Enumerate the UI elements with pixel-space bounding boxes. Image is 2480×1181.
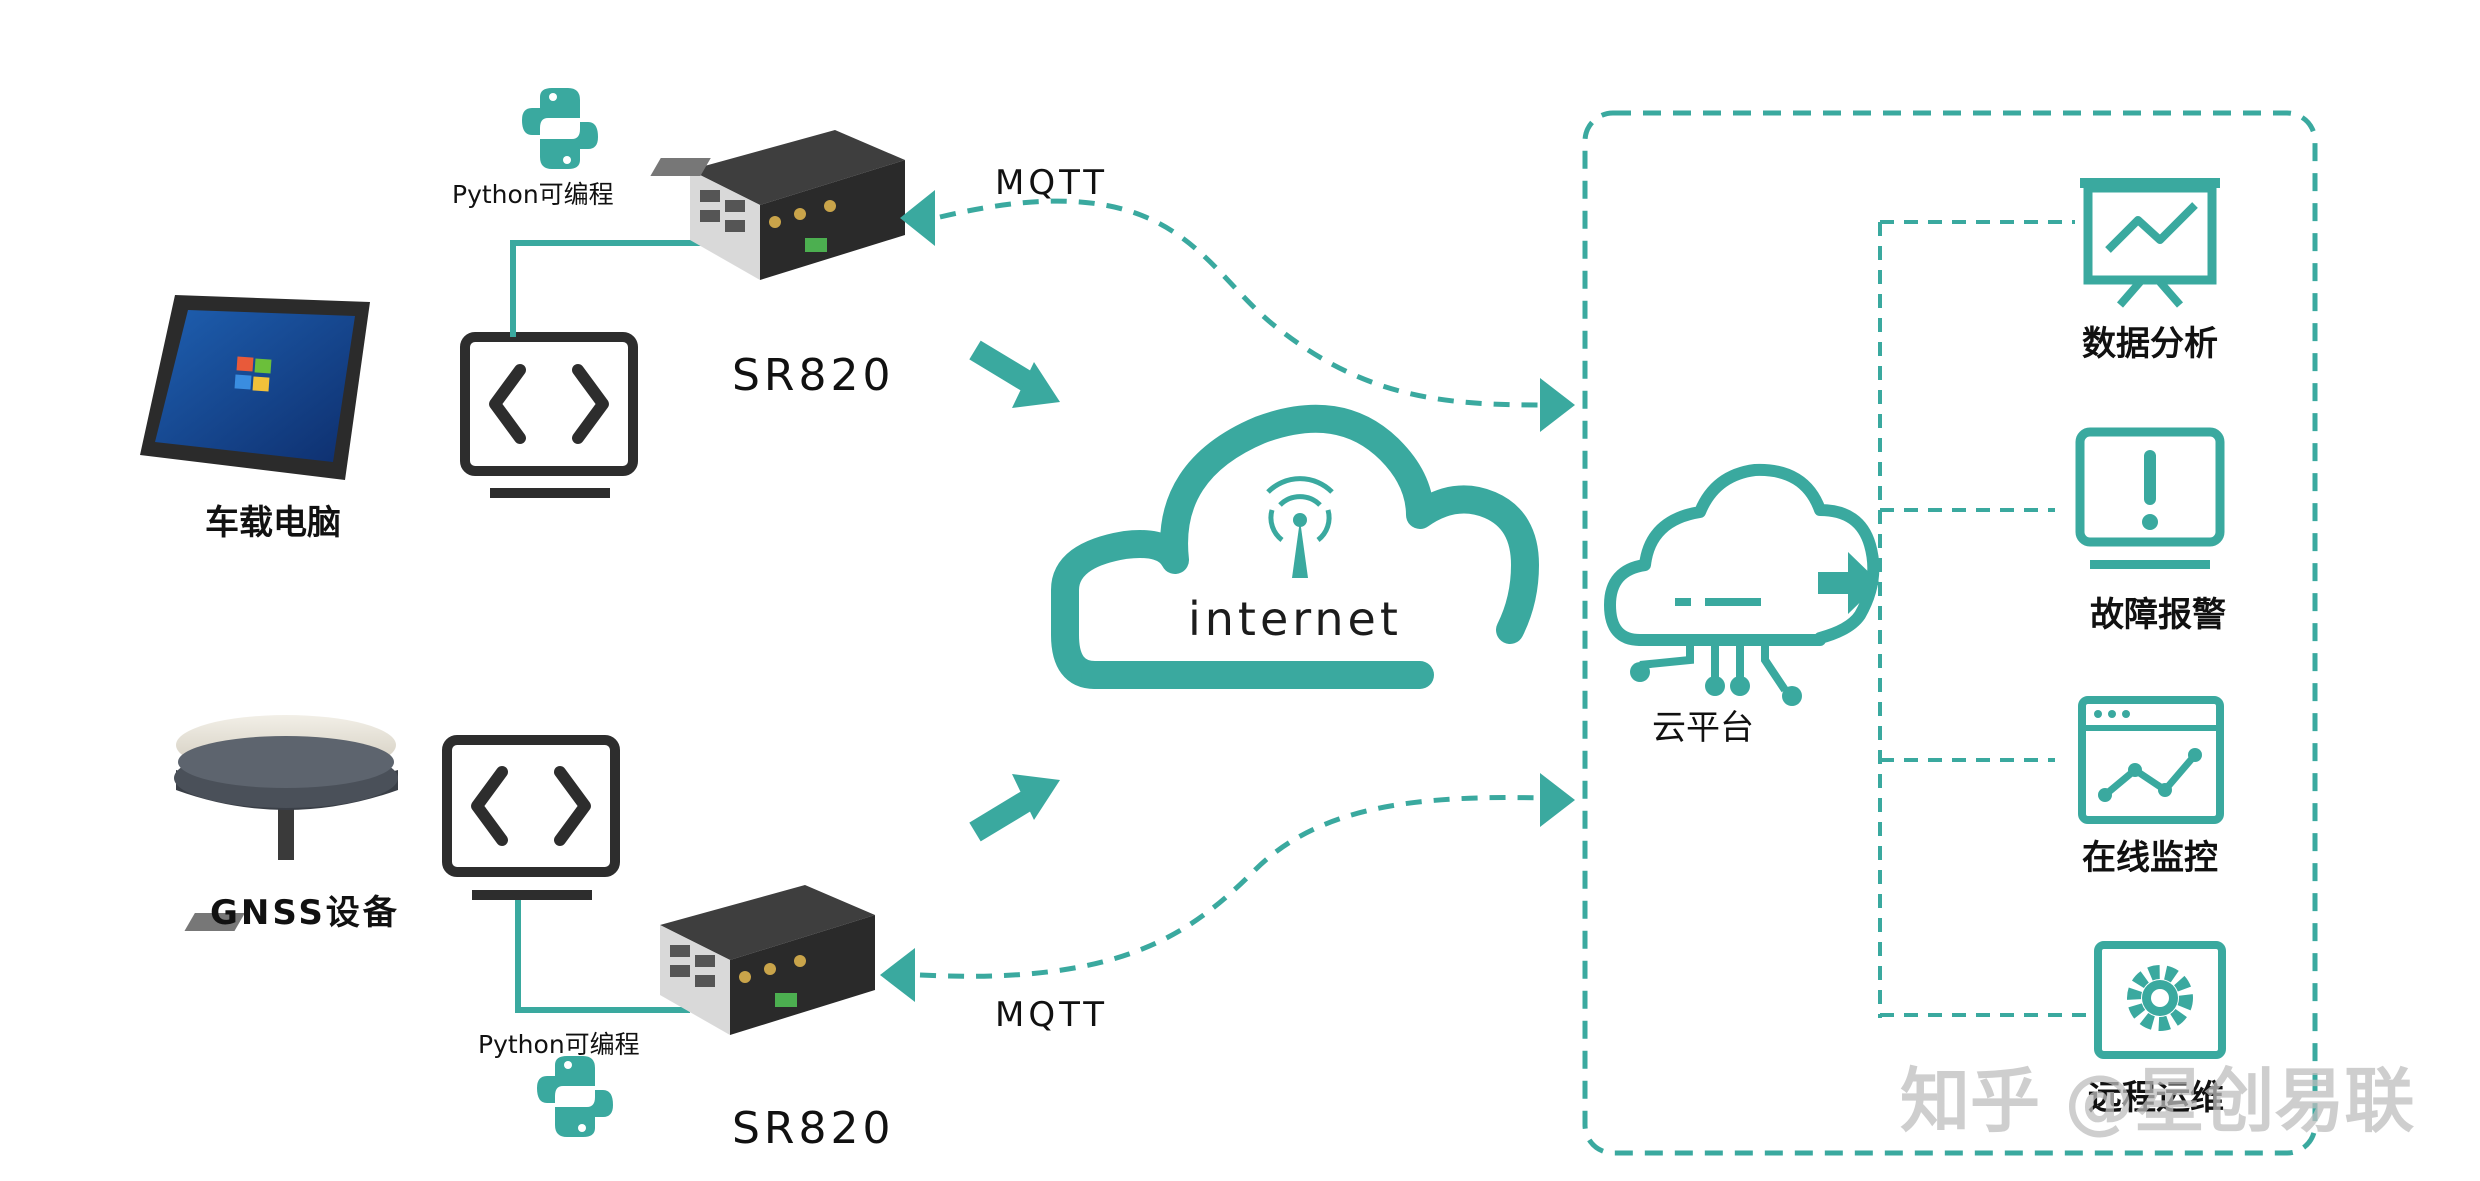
code-monitor-top-icon [460,332,638,498]
arrowhead-platform-top [1540,378,1575,432]
wifi-antenna-icon [1266,476,1334,578]
arrowhead-router-bottom [880,948,915,1002]
gear-icon [2094,941,2226,1059]
code-monitor-bottom-icon [442,735,620,900]
service-label-online-monitoring: 在线监控 [2082,838,2218,878]
service-label-remote-ops: 远程运维 [2088,1078,2224,1118]
vehicle-pc-label: 车载电脑 [205,503,341,543]
connector-line-bottom [515,900,690,1013]
router-top-label: SR820 [732,350,895,401]
arrowhead-platform-bottom [1540,773,1575,827]
arrow-to-internet-top [969,340,1060,408]
service-tree-lines [1878,220,2095,1018]
python-logo-top-icon [522,88,598,169]
gnss-device-icon [174,715,398,860]
router-bottom-label: SR820 [732,1103,895,1154]
mqtt-link-bottom [919,795,1546,979]
service-label-data-analysis: 数据分析 [2082,324,2218,364]
alert-monitor-icon [2075,427,2225,569]
mqtt-top-label: MQTT [995,163,1109,203]
monitor-browser-icon [2078,696,2224,824]
internet-cloud-icon [1051,404,1539,689]
vehicle-pc-icon [140,295,370,480]
watermark: 知乎 @星创易联 [1900,1060,2415,1142]
mqtt-link-top [939,198,1546,408]
connector-line-top [510,240,705,337]
arrow-to-services [1818,552,1880,614]
service-label-fault-alarm: 故障报警 [2090,595,2226,635]
router-bottom-icon [184,885,875,1035]
arrowhead-router-top [900,190,935,246]
cloud-platform-label: 云平台 [1652,708,1754,748]
arrow-to-internet-bottom [969,774,1060,842]
python-bottom-label: Python可编程 [478,1030,640,1059]
python-logo-bottom-icon [537,1056,613,1137]
cloud-platform-container [1582,110,2318,1156]
gnss-label: GNSS设备 [210,893,400,933]
mqtt-bottom-label: MQTT [995,995,1109,1035]
router-top-icon [650,130,905,280]
internet-label: internet [1188,592,1402,646]
python-top-label: Python可编程 [452,180,614,209]
chart-board-icon [2080,178,2220,308]
